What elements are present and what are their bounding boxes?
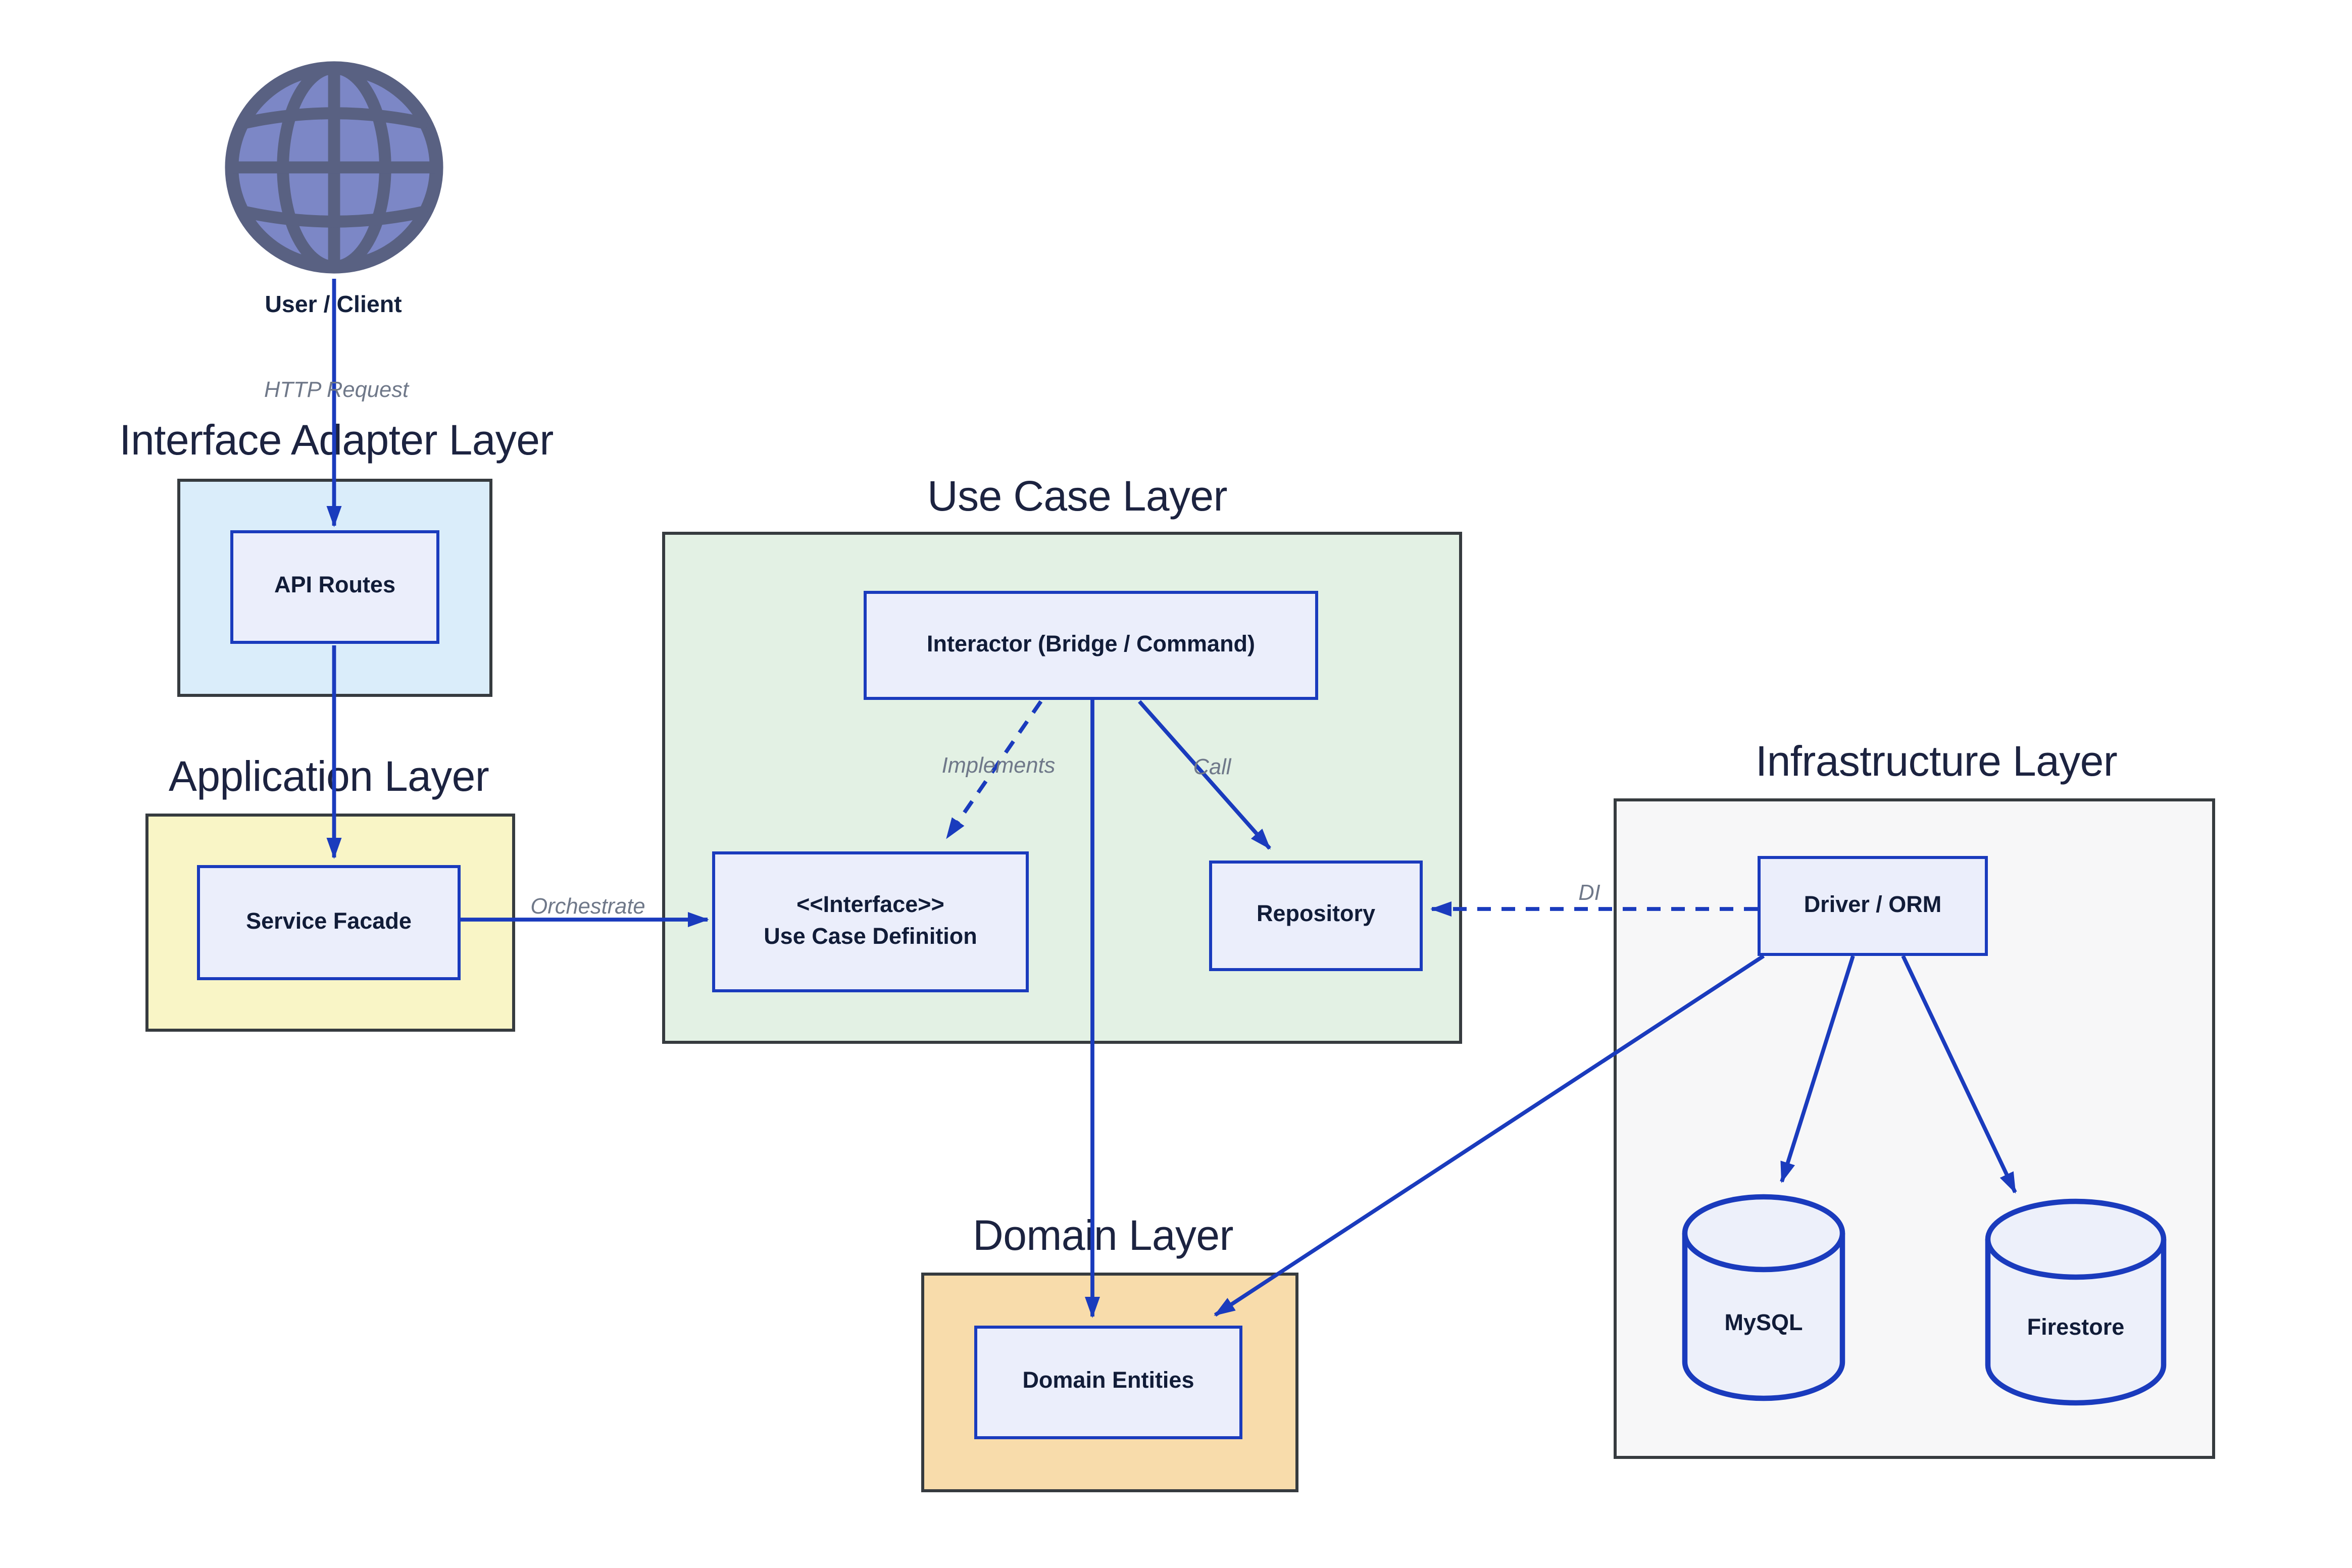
node-use-case-definition-label: Use Case Definition xyxy=(764,923,977,949)
user-client-label: User / Client xyxy=(265,292,402,318)
edge-label-di: DI xyxy=(1578,882,1600,906)
node-domain-entities[interactable]: Domain Entities xyxy=(974,1326,1242,1439)
database-cylinder-icon xyxy=(1985,1198,2167,1406)
title-infrastructure-layer: Infrastructure Layer xyxy=(1755,738,2118,785)
title-application-layer: Application Layer xyxy=(168,753,489,800)
node-service-facade-label: Service Facade xyxy=(246,908,412,935)
title-interface-adapter-layer: Interface Adapter Layer xyxy=(119,417,554,464)
title-use-case-layer: Use Case Layer xyxy=(927,473,1228,520)
database-cylinder-icon xyxy=(1682,1194,1845,1401)
node-repository-label: Repository xyxy=(1256,902,1376,928)
node-service-facade[interactable]: Service Facade xyxy=(197,865,461,980)
node-mysql-database[interactable]: MySQL xyxy=(1682,1194,1845,1401)
node-repository[interactable]: Repository xyxy=(1209,861,1423,971)
node-interactor[interactable]: Interactor (Bridge / Command) xyxy=(864,591,1318,700)
node-driver-orm[interactable]: Driver / ORM xyxy=(1758,856,1988,956)
node-use-case-definition-stereotype: <<Interface>> xyxy=(796,892,944,919)
globe-icon xyxy=(225,61,443,274)
node-api-routes-label: API Routes xyxy=(274,573,395,599)
node-domain-entities-label: Domain Entities xyxy=(1022,1369,1194,1395)
user-client-node[interactable] xyxy=(221,56,447,279)
node-mysql-label: MySQL xyxy=(1724,1310,1803,1336)
edge-label-call: Call xyxy=(1193,756,1231,780)
node-driver-orm-label: Driver / ORM xyxy=(1804,892,1942,918)
node-use-case-definition[interactable]: <<Interface>> Use Case Definition xyxy=(712,851,1029,992)
node-interactor-label: Interactor (Bridge / Command) xyxy=(926,631,1256,657)
edge-label-http-request: HTTP Request xyxy=(264,379,409,403)
node-firestore-label: Firestore xyxy=(2027,1314,2125,1341)
node-api-routes[interactable]: API Routes xyxy=(230,530,439,644)
title-domain-layer: Domain Layer xyxy=(973,1212,1233,1259)
edge-label-implements: Implements xyxy=(941,754,1056,779)
node-firestore-database[interactable]: Firestore xyxy=(1985,1198,2167,1406)
edge-label-orchestrate: Orchestrate xyxy=(530,895,645,920)
